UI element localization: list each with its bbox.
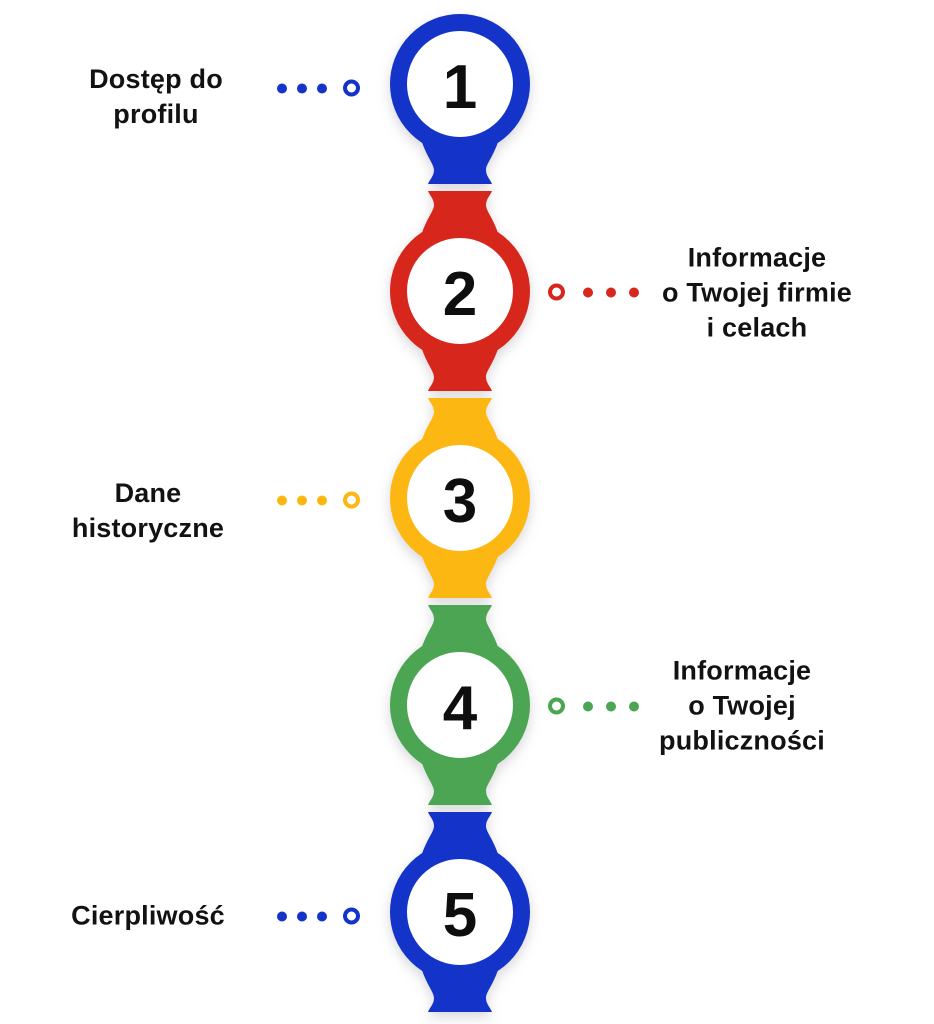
open-ring-icon — [343, 907, 360, 925]
dot-icon — [277, 911, 287, 921]
dot-icon — [317, 911, 327, 921]
dot-icon — [277, 495, 287, 505]
step-3-node — [390, 398, 530, 598]
open-ring-icon — [548, 283, 565, 301]
step-4-number: 4 — [442, 674, 478, 743]
label-line: i celach — [706, 312, 808, 343]
dot-icon — [629, 701, 639, 711]
dot-icon — [277, 83, 287, 93]
label-line: historyczne — [71, 513, 225, 543]
dot-icon — [317, 495, 327, 505]
label-line: profilu — [113, 99, 199, 129]
label-line: Dostęp do — [89, 63, 223, 94]
label-line: o Twojej — [688, 690, 796, 721]
step-3-number: 3 — [442, 467, 478, 536]
step-5-node — [390, 812, 530, 1012]
step-4-dot-leader — [548, 697, 639, 715]
dot-icon — [606, 287, 616, 297]
dot-icon — [583, 287, 593, 297]
step-5-number: 5 — [442, 881, 478, 950]
step-2-dot-leader — [548, 283, 639, 301]
label-line: Informacje — [672, 655, 812, 686]
step-3-ring — [390, 428, 530, 568]
step-2-node — [390, 191, 530, 391]
step-4-label: Informacje o Twojej publiczności — [659, 653, 825, 758]
step-4-ring — [390, 635, 530, 775]
step-5-dot-leader — [277, 907, 360, 925]
step-1-dot-leader — [277, 79, 360, 97]
open-ring-icon — [548, 697, 565, 715]
step-2-ring — [390, 221, 530, 361]
step-5-label: Cierpliwość — [71, 898, 225, 933]
label-line: Cierpliwość — [71, 900, 225, 931]
label-line: publiczności — [659, 725, 825, 756]
open-ring-icon — [343, 491, 360, 509]
label-line: Informacje — [687, 242, 827, 273]
step-1-number: 1 — [442, 53, 478, 122]
dot-icon — [317, 83, 327, 93]
step-3-dot-leader — [277, 491, 360, 509]
open-ring-icon — [343, 79, 360, 97]
dot-icon — [297, 495, 307, 505]
dot-icon — [583, 701, 593, 711]
step-1-ring — [390, 14, 530, 154]
step-5-ring — [390, 842, 530, 982]
step-4-node — [390, 605, 530, 805]
dot-icon — [297, 911, 307, 921]
step-3-label: Dane historyczne — [72, 476, 224, 546]
dot-icon — [629, 287, 639, 297]
label-line: o Twojej firmie — [661, 277, 853, 308]
dot-icon — [606, 701, 616, 711]
label-line: Dane — [114, 477, 182, 508]
step-1-label: Dostęp do profilu — [89, 62, 223, 132]
step-2-number: 2 — [442, 260, 478, 329]
dot-icon — [297, 83, 307, 93]
step-1-node — [390, 14, 530, 184]
step-2-label: Informacje o Twojej firmie i celach — [662, 240, 852, 345]
